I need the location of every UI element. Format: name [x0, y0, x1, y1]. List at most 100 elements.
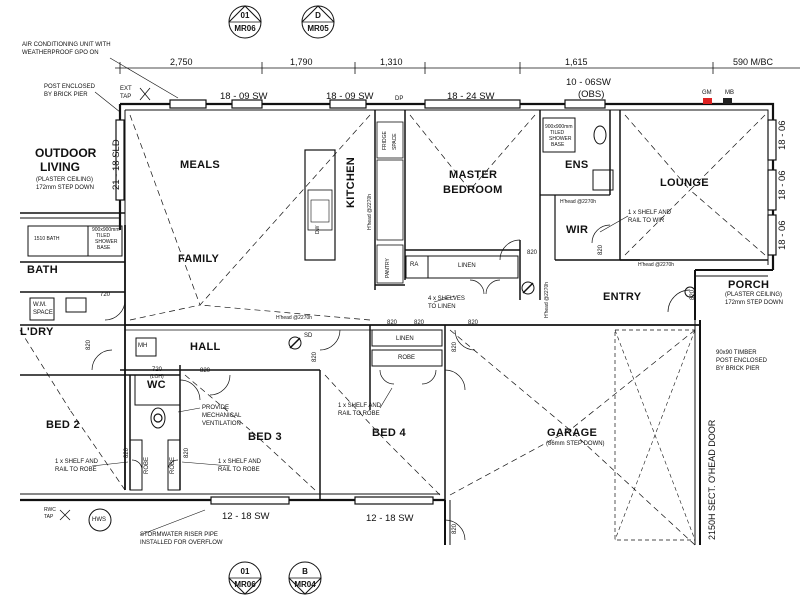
window-label-6: 12 - 18 SW	[222, 511, 270, 522]
note-shelf-bed4-2: RAIL TO ROBE	[338, 411, 380, 417]
note-ohead-door: 2150H SECT. O'HEAD DOOR	[707, 419, 717, 540]
window-label-9: 18 - 06	[777, 170, 788, 200]
room-wc: WC	[147, 379, 166, 391]
note-shelf-bed4-1: 1 x SHELF AND	[338, 403, 382, 409]
label-mb: MB	[725, 90, 734, 96]
label-dw: DW	[315, 225, 321, 234]
label-ra: RA	[410, 262, 419, 268]
window-label-10: 18 - 06	[777, 220, 788, 250]
door-size-12: 820	[184, 447, 190, 458]
label-robe-bed2: ROBE	[144, 456, 150, 474]
marker-top-2-num: D	[315, 11, 321, 20]
marker-bottom-2-code: MR04	[294, 580, 316, 589]
label-bath-fixture: 1510 BATH	[34, 236, 60, 242]
dim-2: 1,790	[290, 57, 313, 67]
door-size-7: 820	[452, 341, 458, 352]
note-head-kitchen: H'head @2270h	[367, 193, 373, 230]
label-linen-master: LINEN	[458, 263, 476, 269]
window-label-2: 18 - 09 SW	[326, 91, 374, 102]
note-porch-ceiling-2: 172mm STEP DOWN	[725, 300, 783, 306]
label-shower-ens-1: 900x900mm	[545, 124, 573, 130]
note-rwc: RWC	[44, 507, 56, 513]
window-label-7: 12 - 18 SW	[366, 513, 414, 524]
room-outdoor-1: OUTDOOR	[35, 146, 97, 160]
label-shower-bath-1: 900x900mm	[92, 227, 120, 233]
note-vent-2: MECHANICAL	[202, 413, 242, 419]
door-size-2: 820	[86, 339, 92, 350]
window-label-3: 18 - 24 SW	[447, 91, 495, 102]
door-size-5: 820	[387, 320, 398, 326]
note-vent-3: VENTILATION	[202, 421, 241, 427]
window-label-4: 10 - 06SW	[566, 77, 611, 88]
door-size-3: 820	[200, 368, 211, 374]
room-porch: PORCH	[728, 279, 770, 291]
room-ens: ENS	[565, 159, 589, 171]
note-vent-1: PROVIDE	[202, 405, 230, 411]
marker-bottom-1-num: 01	[240, 567, 250, 576]
note-outdoor-ceiling-2: 172mm STEP DOWN	[36, 185, 94, 191]
note-head-entry: H'head @2270h	[544, 281, 550, 318]
note-aircon-1: AIR CONDITIONING UNIT WITH	[22, 42, 111, 48]
label-shower-bath-3: SHOWER	[95, 239, 118, 245]
door-size-14: 820	[690, 289, 696, 300]
door-size-11: 820	[124, 447, 130, 458]
label-fridge-2: SPACE	[392, 133, 398, 150]
marker-top-1-num: 01	[240, 11, 250, 20]
window-label-5: 21 - 18 SLD	[111, 139, 122, 190]
door-size-10: 820	[598, 244, 604, 255]
note-shelf-wir-1: 1 x SHELF AND	[628, 210, 672, 216]
door-size-1: 720	[100, 292, 111, 298]
marker-top-1-code: MR06	[234, 24, 256, 33]
note-aircon-2: WEATHERPROOF GPO ON	[22, 50, 99, 56]
note-head-hall: H'head @2270h	[276, 315, 313, 321]
note-head-lounge: H'head @2270h	[638, 262, 675, 268]
label-shower-ens-4: BASE	[551, 142, 565, 148]
room-wir: WIR	[566, 224, 589, 236]
note-post-1: POST ENCLOSED	[44, 84, 95, 90]
room-bath: BATH	[27, 264, 58, 276]
label-pantry: PANTRY	[385, 258, 391, 278]
note-shelf-bed3-1: 1 x SHELF AND	[218, 459, 262, 465]
label-hws: HWS	[92, 517, 106, 523]
room-family: FAMILY	[178, 253, 220, 265]
label-shower-bath-2: TILED	[96, 233, 111, 239]
room-lounge: LOUNGE	[660, 177, 709, 189]
note-storm-2: INSTALLED FOR OVERFLOW	[140, 540, 223, 546]
label-shower-ens-3: SHOWER	[549, 136, 572, 142]
note-storm-1: STORMWATER RISER PIPE	[140, 532, 218, 538]
note-porch-ceiling-1: (PLASTER CEILING)	[725, 292, 783, 298]
note-outdoor-ceiling-1: (PLASTER CEILING)	[36, 177, 94, 183]
label-wc-loh: (LOH)	[150, 374, 164, 380]
note-shelf-bed2-1: 1 x SHELF AND	[55, 459, 99, 465]
room-master-2: BEDROOM	[443, 184, 503, 196]
note-tap: TAP	[44, 514, 54, 520]
marker-top-2-code: MR05	[307, 24, 329, 33]
door-size-9: 820	[527, 250, 538, 256]
label-wm-1: W.M.	[33, 302, 47, 308]
room-bed4: BED 4	[372, 427, 406, 439]
note-ext-tap-1: EXT	[120, 86, 132, 92]
dim-3: 1,310	[380, 57, 403, 67]
room-garage: GARAGE	[547, 427, 598, 439]
door-size-13: 820	[452, 523, 458, 534]
note-timber-2: POST ENCLOSED	[716, 358, 767, 364]
room-outdoor-2: LIVING	[40, 160, 81, 174]
window-label-4b: (OBS)	[578, 89, 605, 100]
room-entry: ENTRY	[603, 291, 642, 303]
door-size-8: 820	[468, 320, 479, 326]
window-label-1: 18 - 09 SW	[220, 91, 268, 102]
door-size-6: 820	[414, 320, 425, 326]
room-master-1: MASTER	[449, 169, 498, 181]
label-wc-720: 720	[152, 367, 163, 373]
door-size-4: 820	[312, 351, 318, 362]
note-post-2: BY BRICK PIER	[44, 92, 88, 98]
note-shelf-bed2-2: RAIL TO ROBE	[55, 467, 97, 473]
marker-bottom-2-num: B	[302, 567, 308, 576]
room-bed3: BED 3	[248, 431, 282, 443]
note-garage-step: (86mm STEP DOWN)	[546, 441, 605, 447]
label-shower-ens-2: TILED	[550, 130, 565, 136]
note-head-wir: H'head @2270h	[560, 199, 597, 205]
room-meals: MEALS	[180, 159, 220, 171]
